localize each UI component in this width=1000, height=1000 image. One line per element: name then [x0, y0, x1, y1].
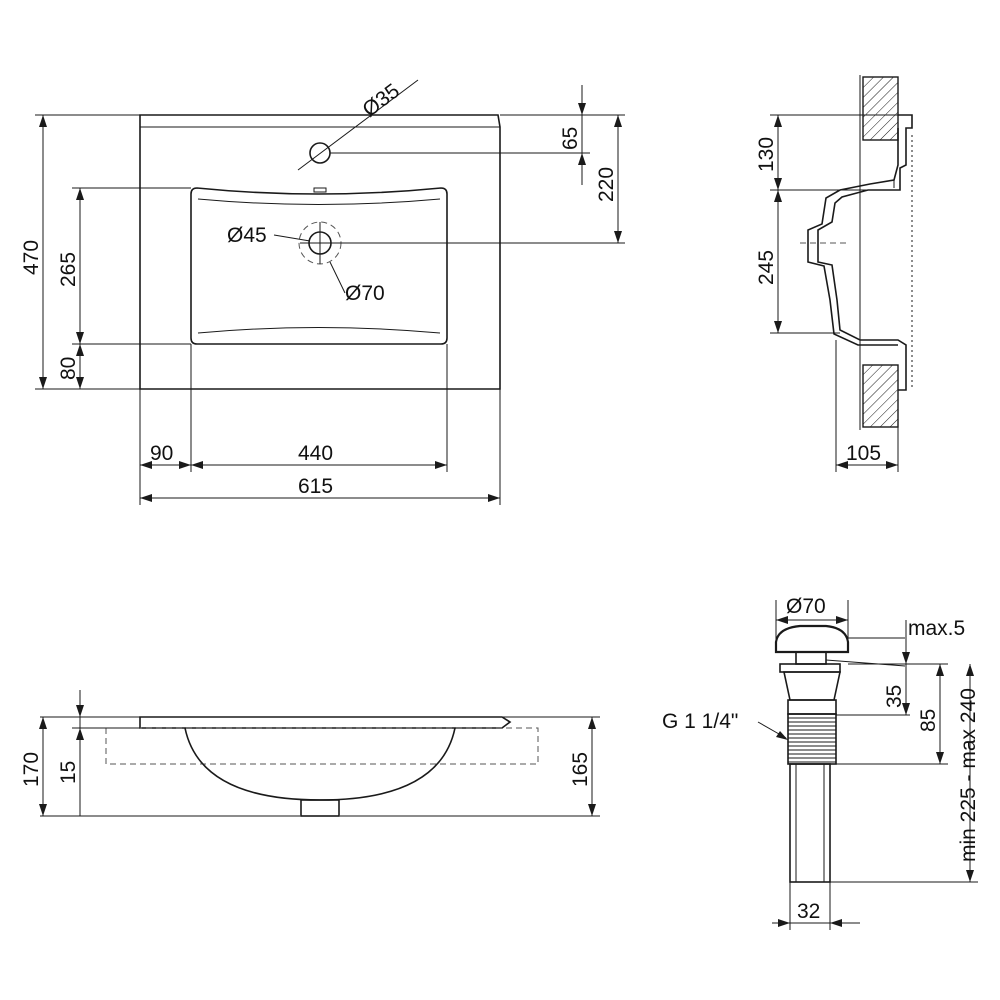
arrow [966, 870, 974, 882]
dim-440-label: 440 [298, 442, 333, 465]
drain-diameter-label: Ø45 [227, 224, 267, 247]
drain-stem [795, 651, 827, 665]
arrow [578, 153, 586, 165]
arrow [140, 461, 152, 469]
arrow [39, 115, 47, 127]
bowl-inner-curve-bottom [197, 327, 441, 334]
arrow [191, 461, 203, 469]
dim-105-label: 105 [846, 442, 881, 465]
drain-view: Ø70 max.5 35 85 min 225 - max 240 G 1 1/… [662, 595, 980, 930]
basin-outline [139, 114, 501, 390]
dim-85-label: 85 [917, 709, 940, 732]
arrow [488, 494, 500, 502]
arrow [76, 728, 84, 740]
arrow [578, 103, 586, 115]
arrow [966, 664, 974, 676]
dim-35-label: 35 [883, 685, 906, 708]
drain-leader [273, 234, 311, 242]
front-view: 170 15 165 [20, 690, 600, 817]
dim-265-label: 265 [57, 252, 80, 287]
arrow [902, 703, 910, 715]
dim-range-label: min 225 - max 240 [957, 688, 980, 862]
dim-165-label: 165 [569, 752, 592, 787]
max5-label: max.5 [908, 617, 965, 640]
arrow [936, 664, 944, 676]
arrow [778, 919, 790, 927]
arrow [39, 377, 47, 389]
arrow [76, 705, 84, 717]
dim-170-label: 170 [20, 752, 43, 787]
drain-outer-leader [329, 261, 346, 294]
wall-hatch-top [862, 76, 899, 141]
arrow [902, 652, 910, 664]
arrow [588, 717, 596, 729]
bowl-inner-curve-top [197, 198, 441, 205]
basin-section-outer [817, 114, 913, 391]
dim-470-label: 470 [20, 240, 43, 275]
arrow [774, 190, 782, 202]
bowl-outline [190, 187, 448, 345]
arrow [830, 919, 842, 927]
arrow [614, 115, 622, 127]
drain-dia-label: Ø70 [786, 595, 826, 618]
drain-nut [787, 699, 837, 715]
arrow [39, 717, 47, 729]
drain-cap [774, 624, 850, 654]
dim-32-label: 32 [797, 900, 820, 923]
arrow [836, 616, 848, 624]
arrow [836, 461, 848, 469]
arrow [76, 377, 84, 389]
arrow [774, 115, 782, 127]
thread-label: G 1 1/4" [662, 710, 738, 733]
arrow [140, 494, 152, 502]
front-drain-stub [300, 799, 340, 817]
arrow [776, 731, 788, 740]
arrow [435, 461, 447, 469]
drain-pipe [789, 763, 831, 883]
dim-90-label: 90 [150, 442, 173, 465]
arrow [39, 804, 47, 816]
drain-flange-body [783, 671, 841, 701]
top-view: Ø35 Ø45 Ø70 65 220 470 265 80 [20, 79, 625, 505]
dim-615-label: 615 [298, 475, 333, 498]
dim-15-label: 15 [57, 761, 80, 784]
arrow [179, 461, 191, 469]
dim-245-label: 245 [755, 250, 778, 285]
drain-flange-top [779, 663, 841, 673]
dim-130-label: 130 [755, 137, 778, 172]
arrow [614, 231, 622, 243]
tap-leader [297, 79, 419, 171]
wall-hatch-bottom [862, 364, 899, 428]
arrow [774, 178, 782, 190]
cabinet-dashed-outline [105, 727, 539, 765]
arrow [76, 188, 84, 200]
dim-65-label: 65 [559, 127, 582, 150]
arrow [588, 804, 596, 816]
overflow-slot [313, 187, 327, 193]
arrow [936, 752, 944, 764]
arrow [886, 461, 898, 469]
flange-line [825, 659, 906, 667]
drain-thread [787, 713, 837, 765]
side-view: 130 245 105 [755, 75, 913, 472]
arrow [76, 332, 84, 344]
arrow [76, 344, 84, 356]
front-top-slab [139, 716, 512, 729]
drain-outer-diameter-label: Ø70 [345, 282, 385, 305]
dim-80-label: 80 [57, 357, 80, 380]
arrow [776, 616, 788, 624]
dim-220-label: 220 [595, 167, 618, 202]
basin-section-inner [807, 128, 899, 346]
arrow [774, 321, 782, 333]
